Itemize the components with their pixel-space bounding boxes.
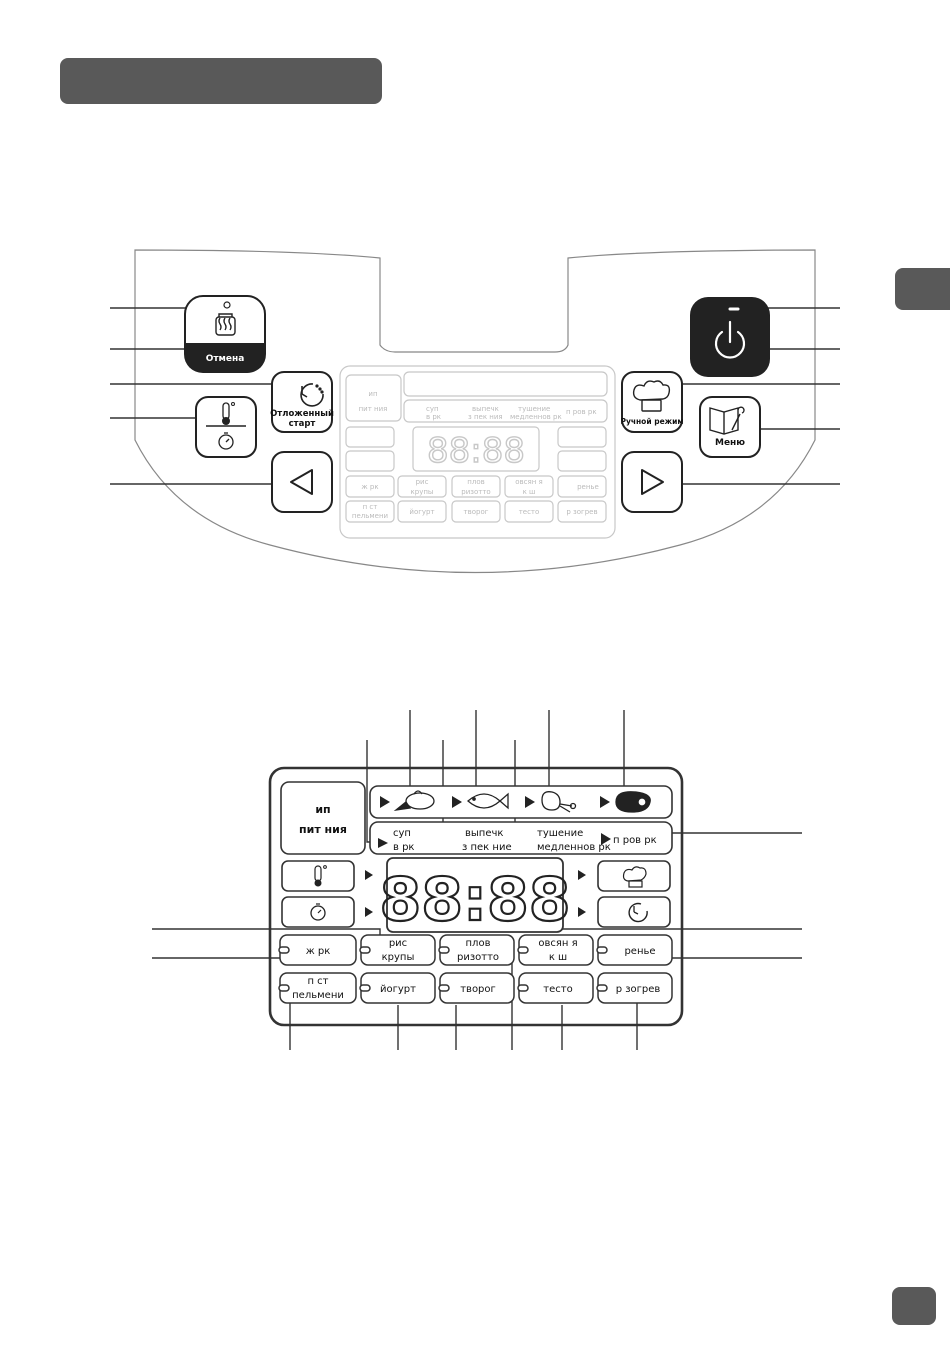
keep-warm-icon xyxy=(215,313,236,336)
cooking-modes-row: суп в рк выпечк з пек ние тушение медлен… xyxy=(369,821,673,855)
svg-text:ренье: ренье xyxy=(577,483,599,491)
page-number-box xyxy=(892,1287,936,1325)
svg-text:медленнов рк: медленнов рк xyxy=(537,842,611,853)
right-arrow-button[interactable] xyxy=(621,451,683,513)
manual-mode-button[interactable]: Ручной режим xyxy=(620,371,684,433)
svg-text:тушение: тушение xyxy=(518,405,550,413)
svg-text:ж рк: ж рк xyxy=(361,483,378,491)
svg-text:ризотто: ризотто xyxy=(457,952,499,963)
cancel-label: Отмена xyxy=(206,354,245,364)
svg-text:в рк: в рк xyxy=(426,413,441,421)
svg-text:рис: рис xyxy=(389,938,407,949)
temperature-indicator xyxy=(281,860,373,892)
svg-text:тушение: тушение xyxy=(537,828,583,839)
svg-text:суп: суп xyxy=(393,828,411,839)
svg-text:плов: плов xyxy=(466,938,491,949)
svg-text:йогурт: йогурт xyxy=(380,984,416,995)
svg-text:овсян я: овсян я xyxy=(515,478,542,486)
svg-text:крупы: крупы xyxy=(411,488,434,496)
svg-text:р зогрев: р зогрев xyxy=(616,984,661,995)
indicator-led xyxy=(223,301,231,309)
meat-icon xyxy=(615,791,651,813)
svg-text:п ров рк: п ров рк xyxy=(566,408,597,416)
manual-mode-indicator xyxy=(578,860,671,892)
thermometer-icon xyxy=(222,402,235,425)
svg-text:овсян я: овсян я xyxy=(538,938,577,949)
temperature-time-button[interactable] xyxy=(195,396,257,458)
svg-text:ренье: ренье xyxy=(624,946,655,957)
food-type-box: ип пит ния xyxy=(280,781,366,855)
menu-label: Меню xyxy=(715,438,745,448)
cancel-button[interactable]: Отмена xyxy=(184,295,266,373)
svg-text:ип: ип xyxy=(368,390,377,398)
delayed-start-label: Отложенный xyxy=(270,409,334,419)
svg-text:п ст: п ст xyxy=(363,503,378,511)
food-icons-row xyxy=(369,785,673,819)
manual-mode-label: Ручной режим xyxy=(620,417,683,426)
svg-text:п ст: п ст xyxy=(307,976,328,987)
panel-outline xyxy=(134,249,816,574)
svg-text:пельмени: пельмени xyxy=(292,990,344,1001)
chevron-left-icon xyxy=(290,469,313,495)
svg-text:творог: творог xyxy=(460,984,496,995)
svg-text:медленнов рк: медленнов рк xyxy=(510,413,562,421)
svg-text:йогурт: йогурт xyxy=(409,508,434,516)
recipe-book-icon xyxy=(709,406,745,435)
svg-text:суп: суп xyxy=(426,405,439,413)
svg-text:выпечк: выпечк xyxy=(472,405,499,413)
language-side-tab xyxy=(895,268,950,310)
fish-icon xyxy=(467,792,509,810)
svg-text:творог: творог xyxy=(464,508,489,516)
svg-text:з пек ния: з пек ния xyxy=(468,413,503,421)
delayed-start-button[interactable]: Отложенный старт xyxy=(270,371,334,433)
delayed-start-indicator xyxy=(578,896,671,928)
time-digits: 88:88 xyxy=(380,865,571,935)
svg-text:плов: плов xyxy=(467,478,484,486)
time-display: 88:88 xyxy=(378,857,572,936)
svg-text:88:88: 88:88 xyxy=(427,431,525,471)
svg-text:крупы: крупы xyxy=(382,952,415,963)
svg-text:тесто: тесто xyxy=(519,508,540,516)
program-row-1-text: ж рк рис крупы плов ризотто овсян я к ш … xyxy=(306,938,656,963)
mini-lcd-display xyxy=(339,365,616,539)
control-panel-diagram: Отмена Отложенный старт xyxy=(110,249,840,574)
svg-text:пит ния: пит ния xyxy=(299,823,347,836)
svg-text:пельмени: пельмени xyxy=(352,512,388,520)
svg-text:тесто: тесто xyxy=(543,984,572,995)
stopwatch-icon xyxy=(218,432,234,450)
svg-text:выпечк: выпечк xyxy=(465,828,503,839)
svg-text:пит ния: пит ния xyxy=(359,405,388,413)
svg-text:ип: ип xyxy=(315,803,330,816)
cooking-time-indicator xyxy=(281,896,373,928)
chevron-right-icon xyxy=(641,469,664,495)
program-row-1 xyxy=(278,934,673,966)
svg-text:п ров рк: п ров рк xyxy=(613,835,657,846)
svg-text:в рк: в рк xyxy=(393,842,414,853)
program-row-2-text: п ст пельмени йогурт творог тесто р зогр… xyxy=(292,976,660,1001)
delayed-start-label-2: старт xyxy=(289,419,316,429)
clock-icon xyxy=(300,383,324,407)
poultry-icon xyxy=(541,791,577,813)
svg-text:к ш: к ш xyxy=(523,488,536,496)
lcd-display-diagram: ип пит ния суп xyxy=(152,710,802,1050)
chef-hat-icon xyxy=(632,380,671,412)
mini-lcd-text: ип пит ния суп выпечк тушение п ров рк в… xyxy=(352,390,599,520)
svg-text:ризотто: ризотто xyxy=(461,488,490,496)
program-row-2 xyxy=(278,972,673,1004)
svg-text:рис: рис xyxy=(416,478,429,486)
left-arrow-button[interactable] xyxy=(271,451,333,513)
svg-text:к ш: к ш xyxy=(549,952,567,963)
menu-button[interactable]: Меню xyxy=(699,396,761,458)
svg-text:з пек ние: з пек ние xyxy=(462,842,512,853)
svg-text:р зогрев: р зогрев xyxy=(566,508,597,516)
section-header-bar xyxy=(60,58,382,104)
vegetables-icon xyxy=(393,790,435,811)
svg-text:ж рк: ж рк xyxy=(306,946,331,957)
power-button[interactable] xyxy=(690,297,770,377)
power-icon xyxy=(714,320,746,359)
